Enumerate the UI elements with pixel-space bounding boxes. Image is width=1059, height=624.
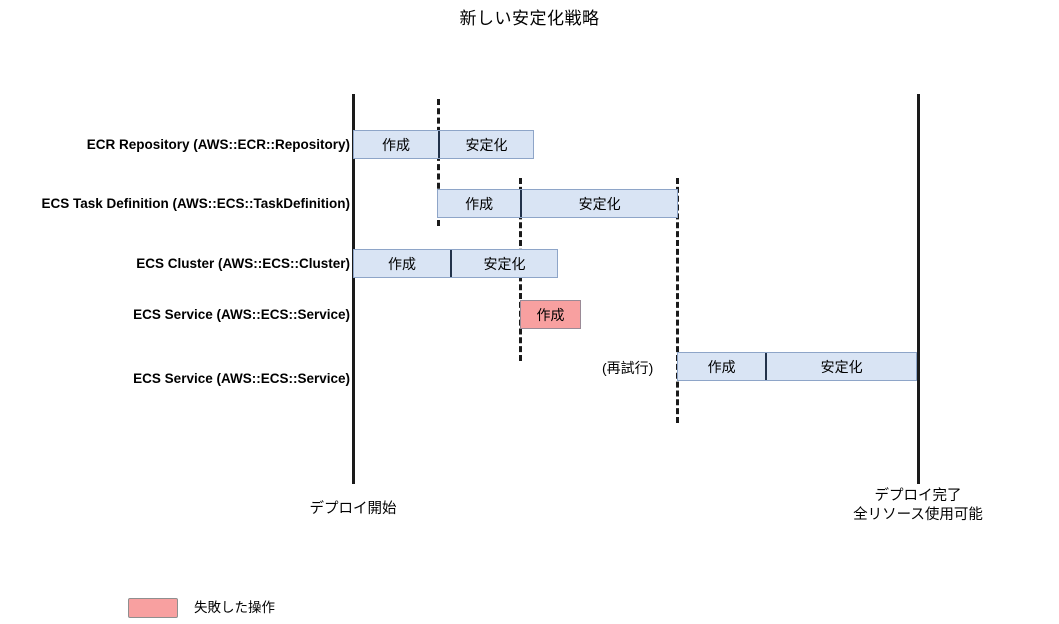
bar-row-ecs-service-retry[interactable]: 作成 安定化 — [677, 352, 917, 381]
milestone-dash-1 — [437, 99, 440, 226]
page-title: 新しい安定化戦略 — [459, 9, 600, 28]
row-label-ecr-repository: ECR Repository (AWS::ECR::Repository) — [86, 137, 350, 152]
deploy-end-axis-line — [917, 94, 920, 484]
bar-segment-stabilize: 安定化 — [765, 353, 916, 380]
deploy-end-caption: デプロイ完了 全リソース使用可能 — [853, 488, 983, 523]
legend-failed-swatch — [128, 598, 178, 618]
bar-segment-stabilize: 安定化 — [438, 131, 533, 158]
deploy-start-axis-line — [352, 94, 355, 484]
bar-row-ecs-cluster[interactable]: 作成 安定化 — [353, 249, 558, 278]
bar-segment-create: 作成 — [536, 306, 565, 323]
milestone-dash-3 — [676, 178, 679, 423]
bar-segment-create: 作成 — [382, 136, 411, 153]
bar-row-ecs-task-definition[interactable]: 作成 安定化 — [437, 189, 678, 218]
bar-segment-create: 作成 — [388, 255, 417, 272]
bar-row-ecs-service-failed[interactable]: 作成 — [520, 300, 581, 329]
legend-failed-label: 失敗した操作 — [194, 600, 275, 615]
row-label-ecs-cluster: ECS Cluster (AWS::ECS::Cluster) — [136, 256, 350, 271]
row-label-ecs-service-failed: ECS Service (AWS::ECS::Service) — [133, 307, 350, 322]
retry-annotation: (再試行) — [602, 360, 654, 376]
bar-segment-stabilize: 安定化 — [450, 250, 557, 277]
bar-segment-create: 作成 — [465, 195, 494, 212]
bar-row-ecr-repository[interactable]: 作成 安定化 — [353, 130, 534, 159]
row-label-ecs-task-definition: ECS Task Definition (AWS::ECS::TaskDefin… — [41, 196, 350, 211]
bar-segment-stabilize: 安定化 — [520, 190, 677, 217]
bar-segment-create: 作成 — [707, 358, 736, 375]
row-label-ecs-service-retry: ECS Service (AWS::ECS::Service) — [133, 371, 350, 386]
deploy-start-caption: デプロイ開始 — [309, 501, 397, 517]
